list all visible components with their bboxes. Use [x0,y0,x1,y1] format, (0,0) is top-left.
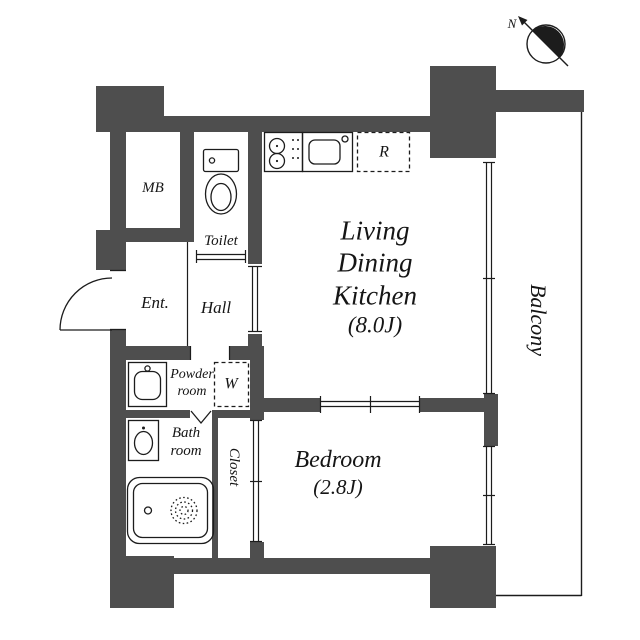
label-powder-line1: Powder [170,367,214,383]
pillar-top-right [430,66,496,158]
balcony-top-bar [496,90,584,112]
wall-powder-bath-left [110,410,190,418]
wall-mb-bottom [110,228,194,242]
label-washer: W [224,375,238,393]
label-fridge: R [379,143,389,161]
bath-folding-door [190,410,212,425]
balcony-outline [496,112,583,597]
label-ldk-line3: Kitchen [333,280,417,311]
kitchen-sink-icon [301,131,354,173]
wall-hall-bottom-left [110,346,190,360]
window-ldk [483,161,495,395]
wall-hall-bottom-right [230,346,256,360]
pillar-bottom-left [110,556,174,608]
wall-center-vertical [250,346,264,412]
pillar-entrance [96,230,126,270]
label-balcony: Balcony [526,283,552,357]
entrance-door-arc [59,269,126,331]
wall-bath-closet [212,410,218,558]
stove-icon [263,131,304,173]
sliding-door-ldk-bedroom [319,396,421,413]
label-bath-room: Bath room [170,424,201,460]
wall-bottom [168,558,436,574]
label-ldk-line2: Dining [337,248,413,279]
wall-ldk-bedroom-right [420,398,484,412]
label-bath-line1: Bath [171,425,201,441]
pillar-bottom-right [430,546,496,608]
door-powder-room [189,346,231,360]
bathtub-icon [126,476,215,545]
label-powder-room: Powder room [170,367,214,401]
wall-closet-bottom-post [250,542,264,560]
wall-powder-bath-right [218,410,250,418]
window-bedroom [483,445,495,546]
label-toilet: Toilet [204,233,238,249]
label-meter-box: MB [142,180,164,196]
compass-icon [518,16,569,67]
wall-left-upper [110,132,126,232]
label-ldk-line1: Living [340,215,410,246]
label-north: N [507,16,517,32]
wall-top [126,116,430,132]
label-entrance: Ent. [141,292,169,312]
wall-ldk-bedroom-left [264,398,320,412]
door-closet [250,419,262,543]
label-closet: Closet [226,447,242,487]
wall-closet-top-post [250,412,264,420]
label-hall: Hall [200,297,232,317]
label-bedroom-size: (2.8J) [313,474,363,499]
door-hall-ldk [248,265,262,333]
wall-mb-toilet [180,116,194,242]
wall-right-junction [484,394,498,446]
powder-sink-icon [127,361,168,408]
label-bedroom: Bedroom (2.8J) [294,446,381,500]
label-bath-line2: room [170,443,202,459]
washer-dashed-box [213,361,250,408]
wall-left-lower [110,330,126,560]
label-ldk-size: (8.0J) [347,312,403,338]
fridge-dashed-box [356,131,411,173]
label-powder-line2: room [177,384,207,399]
toilet-icon [202,148,240,215]
bath-sink-icon [127,419,160,462]
wall-toilet-kitchen [248,116,262,264]
label-ldk: Living Dining Kitchen (8.0J) [333,215,417,340]
door-toilet [195,250,247,263]
label-bedroom-name: Bedroom [294,447,382,474]
